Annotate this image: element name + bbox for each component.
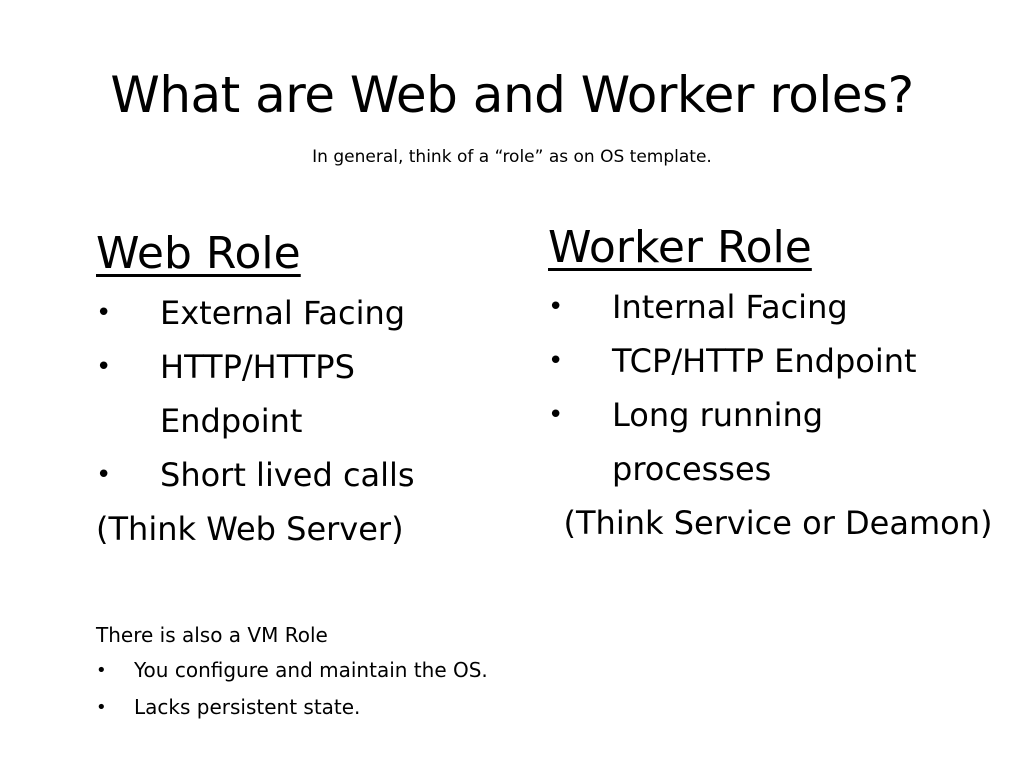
vm-role-bullet-text: You configure and maintain the OS.	[134, 658, 488, 682]
worker-role-column: Worker Role • Internal Facing • TCP/HTTP…	[548, 216, 992, 550]
worker-role-bullet-text: Internal Facing	[612, 288, 848, 326]
bullet-icon: •	[548, 292, 564, 322]
web-role-bullet: • HTTP/HTTPS Endpoint	[96, 340, 496, 448]
vm-role-title: There is also a VM Role	[96, 623, 328, 647]
web-role-bullet-text: HTTP/HTTPS Endpoint	[160, 348, 355, 440]
web-role-bullet-list: • External Facing • HTTP/HTTPS Endpoint …	[96, 286, 496, 502]
worker-role-note: (Think Service or Deamon)	[563, 504, 993, 542]
bullet-icon: •	[96, 352, 112, 382]
bullet-icon: •	[96, 697, 107, 718]
web-role-column: Web Role • External Facing • HTTP/HTTPS …	[96, 222, 496, 556]
vm-role-section: There is also a VM Role • You configure …	[96, 618, 656, 726]
worker-role-bullet-list: • Internal Facing • TCP/HTTP Endpoint • …	[548, 280, 988, 496]
web-role-heading: Web Role	[96, 228, 301, 279]
vm-role-bullet: • You configure and maintain the OS.	[96, 652, 656, 689]
web-role-bullet-text: Short lived calls	[160, 456, 415, 494]
bullet-icon: •	[548, 346, 564, 376]
bullet-icon: •	[96, 660, 107, 681]
worker-role-bullet-text: Long running processes	[612, 396, 824, 488]
worker-role-bullet-text: TCP/HTTP Endpoint	[612, 342, 917, 380]
slide-subtitle: In general, think of a “role” as on OS t…	[312, 147, 712, 167]
worker-role-bullet: • Long running processes	[548, 388, 988, 496]
web-role-note: (Think Web Server)	[96, 510, 404, 548]
worker-role-bullet: • Internal Facing	[548, 280, 988, 334]
web-role-bullet: • External Facing	[96, 286, 496, 340]
vm-role-bullet: • Lacks persistent state.	[96, 689, 656, 726]
bullet-icon: •	[96, 298, 112, 328]
bullet-icon: •	[548, 400, 564, 430]
vm-role-bullet-text: Lacks persistent state.	[134, 695, 361, 719]
web-role-bullet: • Short lived calls	[96, 448, 496, 502]
web-role-bullet-text: External Facing	[160, 294, 406, 332]
slide-title: What are Web and Worker roles?	[110, 66, 914, 124]
bullet-icon: •	[96, 460, 112, 490]
vm-role-bullet-list: • You configure and maintain the OS. • L…	[96, 652, 656, 726]
worker-role-heading: Worker Role	[548, 222, 812, 273]
worker-role-bullet: • TCP/HTTP Endpoint	[548, 334, 988, 388]
